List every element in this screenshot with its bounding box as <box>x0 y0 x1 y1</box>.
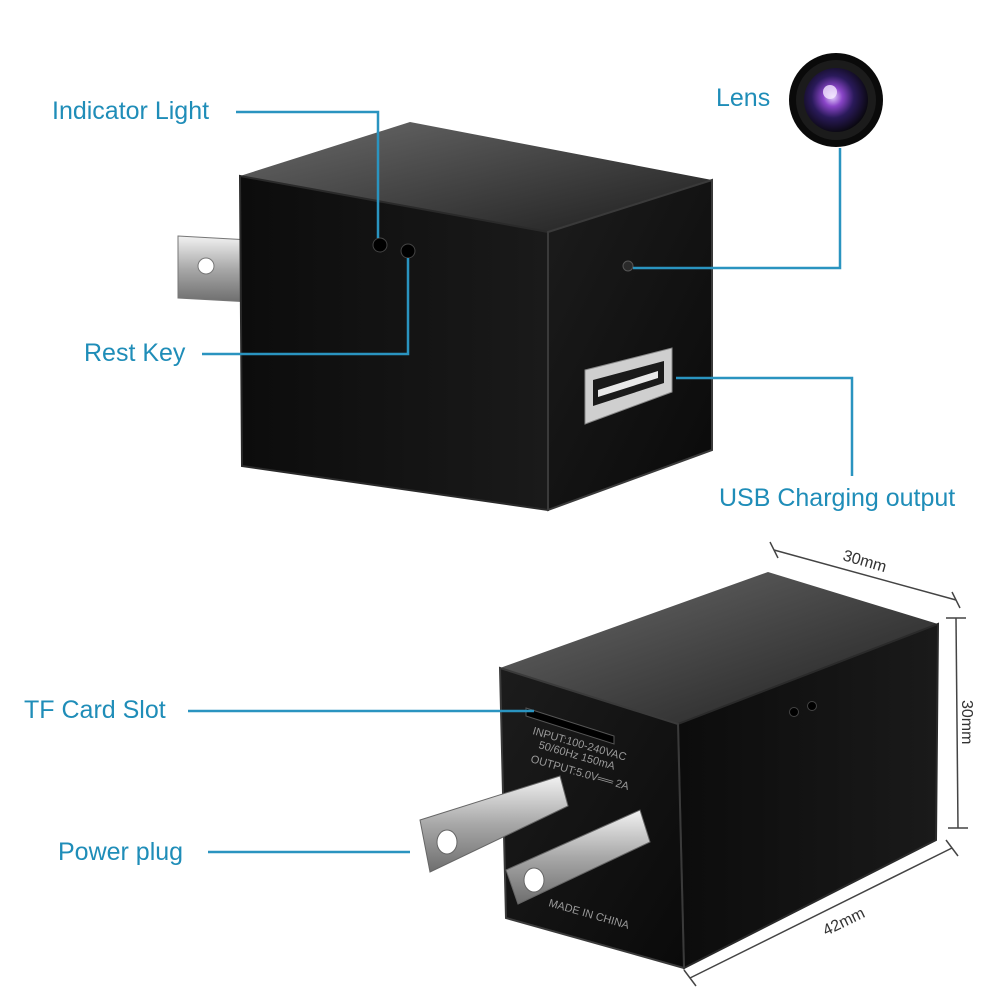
bottom-callout-lines <box>188 709 534 854</box>
dim-width-line <box>773 549 957 601</box>
power-plug-prongs <box>419 775 651 905</box>
usb-charging-output-label: USB Charging output <box>719 484 956 512</box>
top-prong <box>177 235 251 303</box>
usb-leader <box>676 376 854 476</box>
reset-key-hole <box>400 243 416 259</box>
top-callout-lines <box>202 110 854 476</box>
side-face <box>238 174 549 512</box>
power-plug-label: Power plug <box>58 838 184 866</box>
indicator-light-label: Indicator Light <box>52 97 210 125</box>
dim-height-label: 30mm <box>958 700 975 744</box>
rest-key-leader <box>202 258 410 356</box>
dim-height-line <box>955 617 959 829</box>
front-face <box>547 178 713 512</box>
dim-length-line <box>689 847 953 979</box>
indicator-light-leader <box>236 110 380 238</box>
bottom-hole-1 <box>789 707 799 717</box>
tf-card-slot-label: TF Card Slot <box>24 696 166 724</box>
usb-port <box>584 347 673 425</box>
lens-pinhole <box>622 260 634 272</box>
dim-width-label: 30mm <box>841 548 888 577</box>
bottom-hole-2 <box>807 701 817 711</box>
lens-inset <box>789 53 883 147</box>
bottom-device: INPUT:100-240VAC 50/60Hz 150mA OUTPUT:5.… <box>419 572 940 970</box>
top-face <box>240 122 712 232</box>
lens-label: Lens <box>716 84 771 112</box>
bottom-top-face <box>500 572 938 724</box>
top-device <box>177 122 713 512</box>
rest-key-label: Rest Key <box>84 339 186 367</box>
dimension-lines <box>683 541 968 987</box>
indicator-light-hole <box>372 237 388 253</box>
tf-card-slot-opening <box>525 707 615 745</box>
lens-leader <box>633 148 842 270</box>
